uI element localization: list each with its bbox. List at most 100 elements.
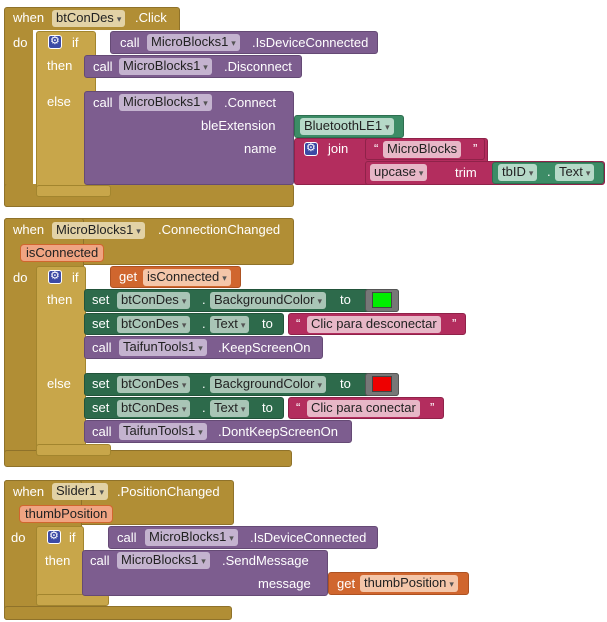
event-name: .ConnectionChanged xyxy=(158,222,281,237)
dot-label: . xyxy=(202,292,206,307)
component-dropdown[interactable]: btConDes▾ xyxy=(117,376,191,393)
method-name: .KeepScreenOn xyxy=(218,340,311,355)
component-dropdown[interactable]: TaifunTools1▾ xyxy=(119,339,207,356)
do-label: do xyxy=(13,270,28,285)
chevron-down-icon: ▾ xyxy=(203,98,208,108)
chevron-down-icon: ▾ xyxy=(231,38,236,48)
else-label: else xyxy=(47,376,71,391)
do-label: do xyxy=(11,530,26,545)
chevron-down-icon: ▾ xyxy=(317,380,322,390)
gear-icon[interactable] xyxy=(48,269,62,284)
component-dropdown[interactable]: btConDes▾ xyxy=(117,316,191,333)
chevron-down-icon: ▾ xyxy=(181,380,187,390)
set-label: set xyxy=(92,376,110,391)
trim-label: trim xyxy=(455,165,477,180)
chevron-down-icon: ▾ xyxy=(528,168,534,178)
quote-open: “ xyxy=(374,141,379,156)
text-value[interactable]: Clic para desconectar xyxy=(307,316,441,333)
property-dropdown[interactable]: Text▾ xyxy=(555,164,595,181)
chevron-down-icon: ▾ xyxy=(201,556,206,566)
chevron-down-icon: ▾ xyxy=(585,168,591,178)
to-label: to xyxy=(340,376,351,391)
property-dropdown[interactable]: BackgroundColor▾ xyxy=(210,376,326,393)
event-name: .Click xyxy=(135,10,167,25)
get-label: get xyxy=(119,269,138,284)
component-dropdown[interactable]: MicroBlocks1▾ xyxy=(147,34,240,51)
to-label: to xyxy=(262,400,273,415)
method-name: .Connect xyxy=(224,95,277,110)
chevron-down-icon: ▾ xyxy=(418,168,424,178)
method-name: .DontKeepScreenOn xyxy=(218,424,338,439)
set-label: set xyxy=(92,292,110,307)
do-label: do xyxy=(13,35,28,50)
chevron-down-icon: ▾ xyxy=(203,62,208,72)
quote-close: ” xyxy=(452,316,457,331)
quote-open: “ xyxy=(296,316,301,331)
component-dropdown[interactable]: tbID▾ xyxy=(498,164,538,181)
when-label: when xyxy=(13,222,45,237)
component-dropdown[interactable]: MicroBlocks1▾ xyxy=(145,529,238,546)
then-label: then xyxy=(47,292,73,307)
quote-close: ” xyxy=(430,400,435,415)
quote-close: ” xyxy=(473,141,478,156)
color-swatch-green[interactable] xyxy=(372,292,392,308)
chevron-down-icon: ▾ xyxy=(99,487,104,497)
chevron-down-icon: ▾ xyxy=(317,296,322,306)
chevron-down-icon: ▾ xyxy=(240,320,246,330)
component-dropdown[interactable]: TaifunTools1▾ xyxy=(119,423,207,440)
param-thumbposition[interactable]: thumbPosition xyxy=(19,505,114,523)
color-swatch-red[interactable] xyxy=(372,376,392,392)
call-label: call xyxy=(92,340,112,355)
upcase-dropdown[interactable]: upcase▾ xyxy=(370,164,428,181)
gear-icon[interactable] xyxy=(304,141,318,156)
property-dropdown[interactable]: Text▾ xyxy=(210,400,250,417)
set-label: set xyxy=(92,316,110,331)
method-name: .IsDeviceConnected xyxy=(252,35,369,50)
component-dropdown[interactable]: MicroBlocks1▾ xyxy=(117,552,210,569)
if-label: if xyxy=(69,530,76,545)
component-dropdown[interactable]: btConDes▾ xyxy=(52,10,126,27)
call-label: call xyxy=(120,35,140,50)
text-value[interactable]: MicroBlocks xyxy=(383,141,462,158)
gear-icon[interactable] xyxy=(47,529,61,544)
component-dropdown[interactable]: Slider1▾ xyxy=(52,483,108,500)
chevron-down-icon: ▾ xyxy=(385,122,390,132)
arg-label: name xyxy=(244,141,277,156)
component-dropdown[interactable]: MicroBlocks1▾ xyxy=(119,94,212,111)
component-dropdown[interactable]: BluetoothLE1▾ xyxy=(300,118,394,135)
to-label: to xyxy=(262,316,273,331)
property-dropdown[interactable]: Text▾ xyxy=(210,316,250,333)
call-label: call xyxy=(93,95,113,110)
chevron-down-icon: ▾ xyxy=(181,320,187,330)
get-label: get xyxy=(337,576,356,591)
variable-dropdown[interactable]: thumbPosition▾ xyxy=(360,575,458,592)
component-dropdown[interactable]: MicroBlocks1▾ xyxy=(52,222,145,239)
arg-label: message xyxy=(258,576,311,591)
method-name: .IsDeviceConnected xyxy=(250,530,367,545)
arg-label: bleExtension xyxy=(201,118,276,133)
method-name: .Disconnect xyxy=(224,59,292,74)
when-label: when xyxy=(13,10,45,25)
else-label: else xyxy=(47,94,71,109)
set-label: set xyxy=(92,400,110,415)
to-label: to xyxy=(340,292,351,307)
chevron-down-icon: ▾ xyxy=(181,404,187,414)
chevron-down-icon: ▾ xyxy=(240,404,246,414)
component-dropdown[interactable]: MicroBlocks1▾ xyxy=(119,58,212,75)
variable-dropdown[interactable]: isConnected▾ xyxy=(143,269,231,286)
when-label: when xyxy=(13,484,45,499)
chevron-down-icon: ▾ xyxy=(229,533,234,543)
event-name: .PositionChanged xyxy=(117,484,220,499)
component-dropdown[interactable]: btConDes▾ xyxy=(117,400,191,417)
property-dropdown[interactable]: BackgroundColor▾ xyxy=(210,292,326,309)
method-name: .SendMessage xyxy=(222,553,309,568)
text-value[interactable]: Clic para conectar xyxy=(307,400,420,417)
chevron-down-icon: ▾ xyxy=(181,296,187,306)
call-label: call xyxy=(93,59,113,74)
chevron-down-icon: ▾ xyxy=(136,226,141,236)
component-dropdown[interactable]: btConDes▾ xyxy=(117,292,191,309)
param-isconnected[interactable]: isConnected xyxy=(20,244,105,262)
chevron-down-icon: ▾ xyxy=(449,579,454,589)
then-label: then xyxy=(45,553,71,568)
gear-icon[interactable] xyxy=(48,34,62,49)
